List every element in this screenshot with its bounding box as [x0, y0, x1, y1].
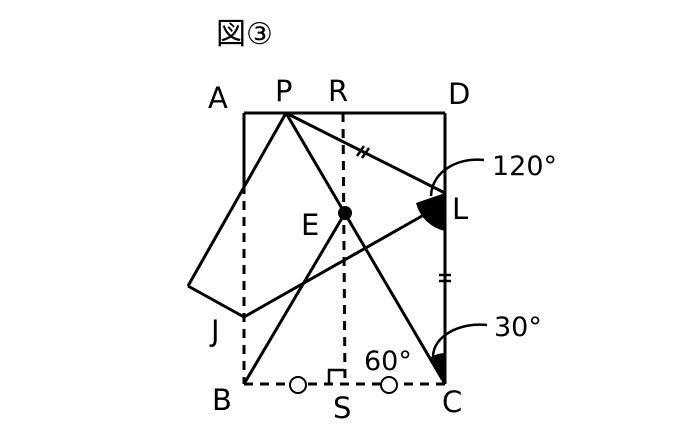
label-A: A	[208, 81, 228, 115]
angle-label-60: 60°	[364, 346, 412, 377]
figure-title: 図③	[216, 17, 273, 52]
equal-mark-BS	[289, 376, 307, 394]
segment-fold-J	[187, 284, 245, 319]
right-angle-mark	[327, 368, 344, 384]
label-D: D	[448, 77, 470, 111]
tick-mark-PL	[355, 145, 371, 159]
label-S: S	[333, 391, 351, 425]
segment-JL	[243, 214, 423, 319]
segment-BE	[242, 212, 347, 385]
label-P: P	[275, 74, 293, 108]
angle-mark-L	[416, 193, 445, 231]
equal-mark-SC	[380, 376, 398, 394]
label-E: E	[301, 208, 319, 242]
segment-P-fold	[186, 112, 288, 287]
leader-30	[431, 323, 488, 358]
tick-mark-LC	[439, 273, 451, 283]
segment-RS-dashed	[341, 112, 347, 385]
label-L: L	[452, 192, 468, 226]
leader-120	[429, 158, 485, 197]
point-E	[338, 206, 352, 220]
label-J: J	[209, 314, 220, 348]
angle-label-30: 30°	[494, 312, 542, 343]
angle-label-120: 120°	[492, 151, 557, 182]
label-C: C	[442, 385, 462, 419]
label-B: B	[212, 383, 232, 417]
label-R: R	[328, 74, 348, 108]
